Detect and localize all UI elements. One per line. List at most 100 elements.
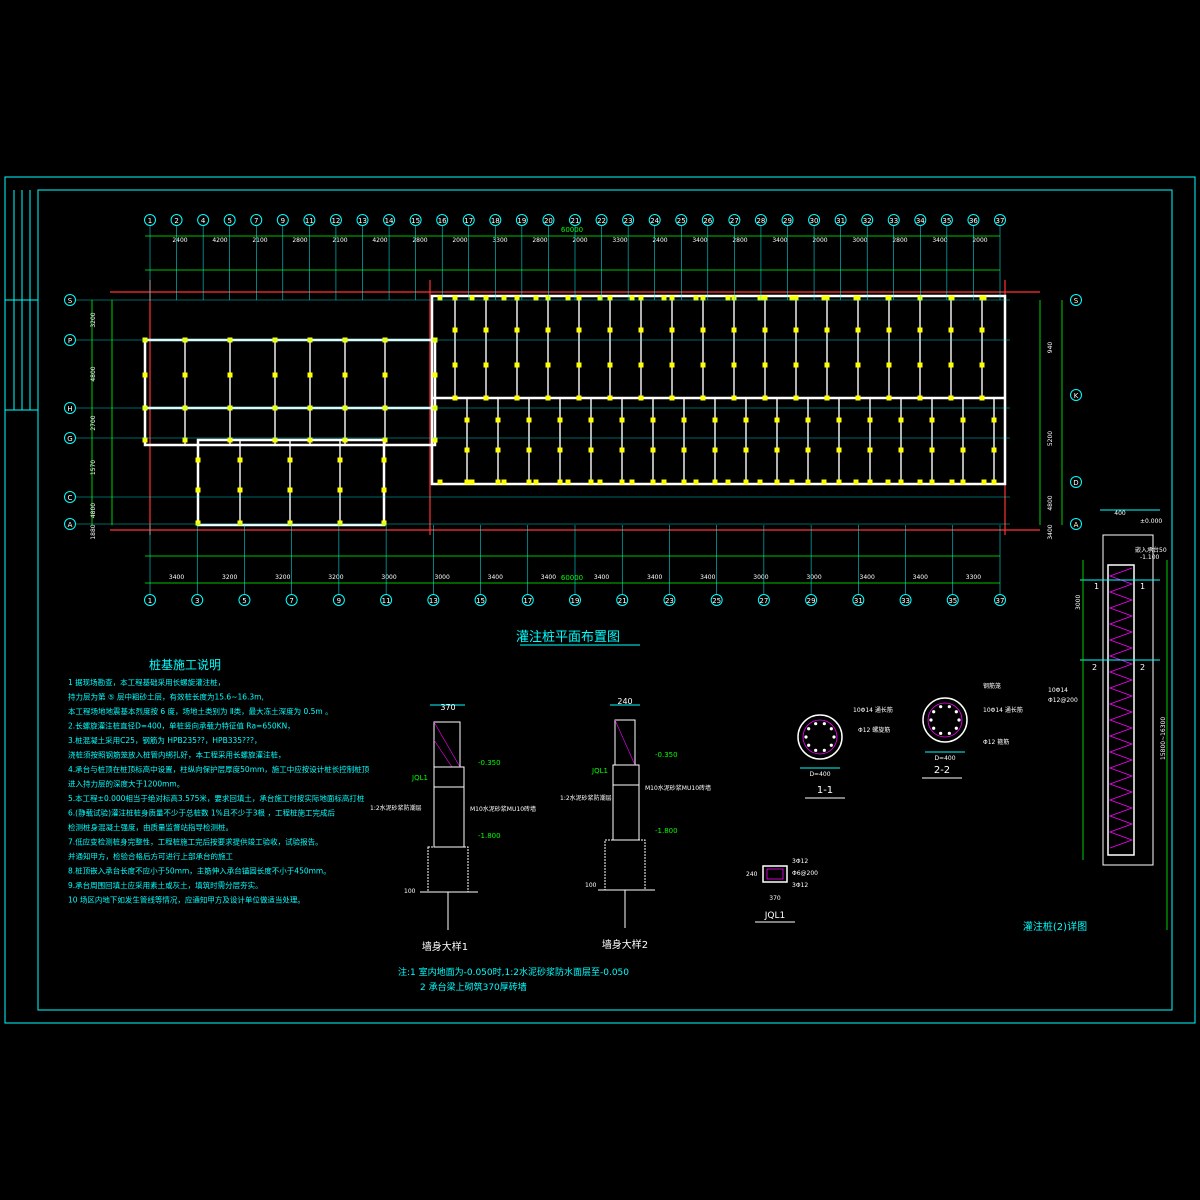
dim-bottom: 3000 — [381, 574, 396, 581]
pile-marker — [867, 417, 873, 423]
axis-bubble-left — [64, 432, 76, 444]
axis-bubble-left — [64, 491, 76, 503]
axis-bubble-left — [64, 294, 76, 306]
pile-marker — [337, 520, 343, 526]
s1-bars: 10Φ14 通长筋 — [853, 706, 893, 714]
pile-marker — [731, 362, 737, 368]
pile-marker — [681, 479, 687, 485]
dim-left: 4800 — [90, 503, 97, 518]
pile-marker — [712, 417, 718, 423]
axis-bubble-right — [1070, 518, 1082, 530]
axis-bubble-right — [1070, 294, 1082, 306]
pile-marker — [853, 295, 859, 301]
axis-bubble-top — [701, 214, 714, 226]
axis-label-top: 14 — [385, 217, 394, 225]
pile-marker — [638, 327, 644, 333]
dim-bottom: 3000 — [753, 574, 768, 581]
note-line: 8.桩顶嵌入承台长度不应小于50mm，主筋伸入承台锚固长度不小于450mm。 — [68, 866, 331, 876]
note-line: 进入持力层的深度大于1200mm。 — [68, 779, 184, 789]
axis-bubble-bottom — [663, 594, 676, 606]
pile-marker — [743, 447, 749, 453]
axis-label-bottom: 15 — [476, 597, 485, 605]
pile-marker — [629, 479, 635, 485]
axis-label-left: G — [67, 435, 72, 443]
pile-marker — [483, 395, 489, 401]
wall-right-block — [430, 294, 1007, 486]
pile-marker — [917, 395, 923, 401]
pile-marker — [885, 479, 891, 485]
dim-top: 4200 — [372, 237, 387, 244]
pile-marker — [731, 327, 737, 333]
dim-left: 1880 — [90, 524, 97, 539]
dim-top: 2100 — [252, 237, 267, 244]
axis-label-top: 17 — [464, 217, 473, 225]
pile-marker — [725, 479, 731, 485]
pile-marker — [342, 437, 348, 443]
pile-marker — [545, 327, 551, 333]
axis-bubble-top — [808, 214, 821, 226]
pile-marker — [650, 447, 656, 453]
axis-label-bottom: 3 — [195, 597, 199, 605]
beam-height: 240 — [746, 871, 758, 878]
pile-marker — [545, 295, 551, 301]
pile-marker — [629, 295, 635, 301]
elev-len-upper: 3000 — [1075, 595, 1082, 610]
axis-label-bottom: 29 — [807, 597, 816, 605]
dim-top: 3300 — [612, 237, 627, 244]
pile-marker — [514, 327, 520, 333]
pile-marker — [886, 327, 892, 333]
dim-bottom: 3400 — [860, 574, 875, 581]
pile-marker — [886, 395, 892, 401]
axis-bubble-top — [595, 214, 608, 226]
axis-bubble-bottom — [380, 594, 393, 606]
pile-marker — [762, 362, 768, 368]
pile-marker — [669, 362, 675, 368]
pile-marker — [669, 395, 675, 401]
pile-marker — [948, 327, 954, 333]
pile-marker — [979, 395, 985, 401]
pile-marker — [700, 295, 706, 301]
pile-marker — [917, 479, 923, 485]
pile-marker — [979, 362, 985, 368]
pile-marker — [545, 362, 551, 368]
dim-top: 3300 — [492, 237, 507, 244]
axis-label-top: 26 — [703, 217, 712, 225]
axis-label-right: K — [1074, 392, 1079, 400]
dim-top: 2800 — [412, 237, 427, 244]
inner-frame — [37, 189, 1173, 1011]
rebar-dot — [929, 718, 933, 722]
dim-left: 2700 — [90, 415, 97, 430]
pile-marker — [227, 437, 233, 443]
axis-bubble-top — [409, 214, 422, 226]
pile-marker — [287, 487, 293, 493]
pile-marker — [272, 372, 278, 378]
pile-marker — [307, 437, 313, 443]
axis-label-bottom: 1 — [148, 597, 152, 605]
s1-title: 1-1 — [817, 785, 833, 796]
pile-marker — [700, 327, 706, 333]
rebar-dot — [939, 705, 943, 709]
pile-marker — [712, 479, 718, 485]
dim-right: 3400 — [1047, 524, 1054, 539]
axis-bubble-top — [569, 214, 581, 226]
axis-bubble-bottom — [238, 594, 251, 606]
axis-label-bottom: 33 — [901, 597, 910, 605]
axis-label-bottom: 21 — [618, 597, 627, 605]
pile-marker — [898, 479, 904, 485]
axis-label-top: 34 — [916, 217, 925, 225]
axis-label-top: 21 — [571, 217, 580, 225]
pile-marker — [774, 447, 780, 453]
dim-top: 2000 — [572, 237, 587, 244]
s2-dia: D=400 — [934, 755, 955, 762]
pile-marker — [607, 362, 613, 368]
axis-bubble-bottom — [946, 594, 959, 606]
pile-marker — [793, 395, 799, 401]
pile-marker — [588, 479, 594, 485]
dim-bottom: 3400 — [913, 574, 928, 581]
note-line: 浇桩须按照钢筋笼放入桩管内绑扎好，本工程采用长螺旋灌注桩， — [68, 750, 286, 760]
pile-section-2-2: D=400 钢筋笼 10Φ14 通长筋 Φ12 箍筋 2-2 — [922, 682, 1023, 779]
pile-marker — [195, 487, 201, 493]
detail2-note-left: 1:2水泥砂浆防潮层 — [560, 794, 612, 802]
axis-label-top: 18 — [491, 217, 500, 225]
pile-marker — [342, 372, 348, 378]
